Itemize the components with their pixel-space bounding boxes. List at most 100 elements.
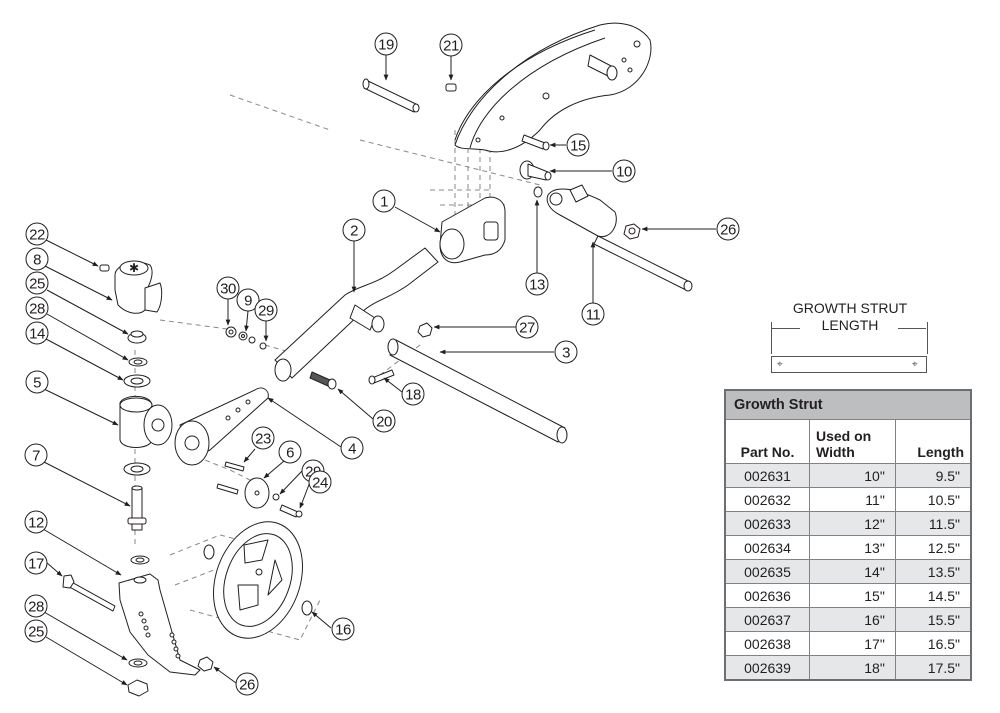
part-24-screw: [279, 504, 303, 518]
callout-circle: [340, 436, 364, 460]
part-22-screw: [99, 264, 110, 272]
callout-circle: [278, 440, 302, 464]
callout-circle: [216, 276, 240, 300]
callout-12: 12: [24, 510, 48, 534]
length-cell: 14.5": [894, 583, 972, 608]
callout-number: 11: [586, 307, 601, 324]
callout-circle: [401, 382, 425, 406]
part-14-bearing-lower: [123, 462, 151, 476]
callout-28a: 28: [25, 296, 49, 320]
length-cell: 13.5": [894, 559, 972, 584]
callout-number: 30: [220, 281, 236, 298]
callout-circle: [25, 271, 49, 295]
callout-circle: [254, 298, 278, 322]
part-7-stem: [127, 485, 147, 531]
part-6-disc: [244, 477, 270, 509]
callout-number: 12: [28, 515, 44, 532]
part-29-washer-b: [272, 493, 280, 501]
callout-number: 27: [519, 320, 535, 337]
callout-19: 19: [374, 32, 398, 56]
part-2-frame-tube: [274, 247, 439, 382]
callout-7: 7: [24, 443, 48, 467]
width-cell: 18": [809, 655, 896, 681]
part-16-bearing: [301, 600, 313, 616]
callout-circle: [554, 340, 578, 364]
callout-number: 10: [616, 164, 632, 181]
part-28-washer-bottom: [128, 658, 148, 668]
callout-circle: [24, 594, 48, 618]
length-cell: 12.5": [894, 535, 972, 560]
callout-number: 25: [28, 624, 44, 641]
header-line: Used on: [816, 428, 872, 444]
part-number-cell: 002636: [724, 583, 810, 608]
part-28-washer-top: [128, 357, 148, 367]
callout-17: 17: [24, 551, 48, 575]
part-number-cell: 002633: [724, 511, 810, 536]
width-cell: 14": [809, 559, 896, 584]
length-cell: 15.5": [894, 607, 972, 632]
width-cell: 10": [809, 463, 896, 488]
callout-20: 20: [372, 409, 396, 433]
callout-circle: [25, 247, 49, 271]
column-header-length: Length: [894, 419, 972, 464]
part-4-growth-strut: [174, 387, 269, 466]
part-washer-above-fork: [130, 555, 150, 565]
callout-number: 16: [335, 622, 351, 639]
callout-number: 26: [239, 677, 255, 694]
callout-circle: [24, 551, 48, 575]
callout-number: 15: [570, 138, 586, 155]
growth-strut-outline: ⌖ ⌖: [771, 356, 927, 373]
wheel-bearing-left: [203, 544, 215, 560]
width-cell: 17": [809, 631, 896, 656]
assembly-guide-lines: [134, 94, 541, 641]
callout-circle: [331, 617, 355, 641]
callout-circle: [581, 302, 605, 326]
callout-11: 11: [581, 302, 605, 326]
part-5-housing: [119, 395, 173, 448]
callout-circle: [236, 288, 260, 312]
callout-number: 7: [32, 448, 40, 465]
part-17-axle-bolt: [62, 574, 116, 612]
callout-number: 17: [28, 556, 44, 573]
growth-strut-table: Growth Strut Part No. Used on Width Leng…: [724, 389, 972, 681]
callout-26b: 26: [235, 672, 259, 696]
callout-circle: [372, 409, 396, 433]
callout-5: 5: [25, 370, 49, 394]
width-cell: 13": [809, 535, 896, 560]
callout-25b: 25: [24, 619, 48, 643]
callout-circle: [25, 370, 49, 394]
callout-circle: [25, 321, 49, 345]
length-cell: 16.5": [894, 631, 972, 656]
dimension-extension-right: [927, 322, 928, 354]
callout-26a: 26: [716, 217, 740, 241]
part-25-nut-top: [127, 330, 147, 344]
callout-number: 26: [720, 222, 736, 239]
callout-circle: [342, 218, 366, 242]
part-18-pin: [368, 369, 395, 385]
callout-circle: [566, 133, 590, 157]
part-23-pins: [216, 461, 245, 495]
length-cell: 10.5": [894, 487, 972, 512]
callout-number: 5: [33, 375, 41, 392]
part-number-cell: 002631: [724, 463, 810, 488]
strut-hole-icon: ⌖: [912, 359, 918, 370]
callout-circle: [439, 33, 463, 57]
part-11-caster-housing: [546, 184, 693, 292]
callout-6: 6: [278, 440, 302, 464]
dimension-extension-left: [771, 322, 772, 354]
part-9-washer: [238, 331, 248, 341]
callout-14: 14: [25, 321, 49, 345]
callout-number: 1: [380, 194, 388, 211]
width-cell: 12": [809, 511, 896, 536]
callout-circle: [25, 296, 49, 320]
table-title: Growth Strut: [724, 389, 972, 420]
width-cell: 11": [809, 487, 896, 512]
callout-circle: [24, 510, 48, 534]
callout-3: 3: [554, 340, 578, 364]
